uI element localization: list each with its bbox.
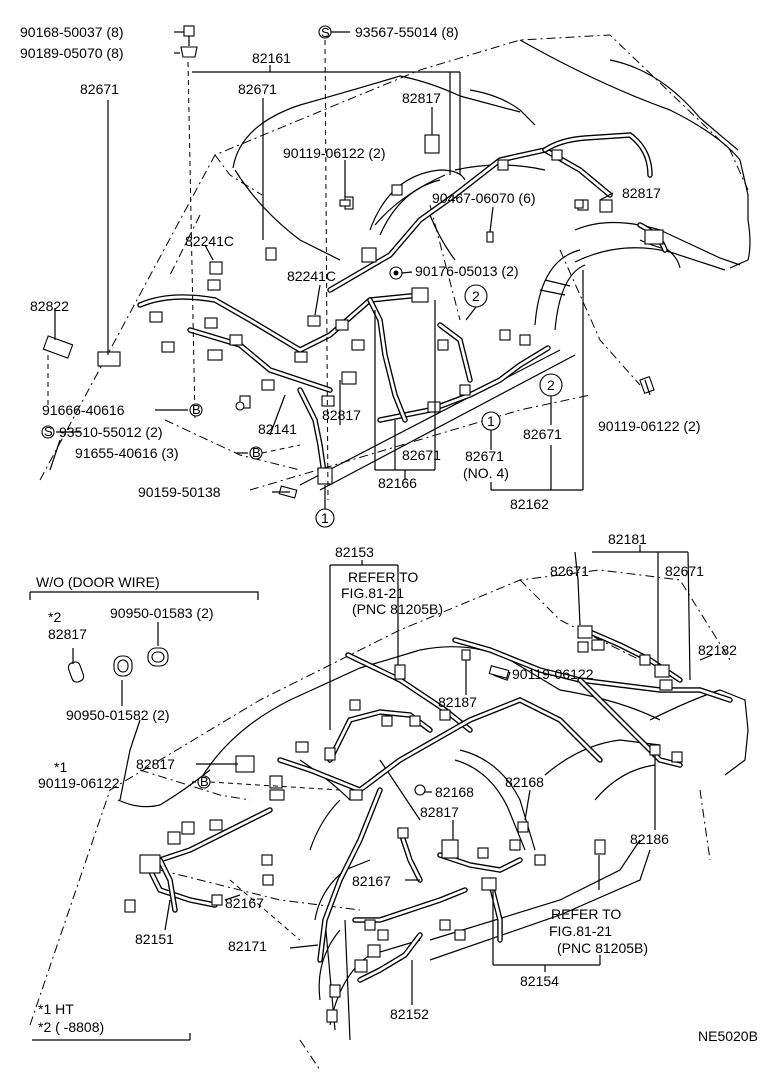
label-90950-01583: 90950-01583 (2)	[110, 605, 214, 621]
upper-leader-lines	[41, 25, 651, 528]
label-82671-c: 82671	[402, 447, 441, 463]
footnote-1: *1 HT	[38, 1001, 74, 1017]
screw-symbol-s-b: S	[44, 424, 53, 439]
label-82141: 82141	[258, 421, 297, 437]
circle-number-2-a: 2	[472, 288, 480, 304]
label-82671-d: 82671	[523, 426, 562, 442]
label-82817-d: 82817	[136, 756, 175, 772]
label-82187: 82187	[438, 694, 477, 710]
label-bolt-90168: 90168-50037 (8)	[20, 24, 124, 40]
label-82167-a: 82167	[352, 873, 391, 889]
label-91666: 91666-40616	[42, 402, 125, 418]
label-door-82817: 82817	[48, 626, 87, 642]
lower-vehicle-outline	[29, 569, 749, 1071]
door-wire-labels: W/O (DOOR WIRE) *2 82817 90950-01583 (2)…	[36, 574, 214, 723]
circle-number-1-a: 1	[321, 510, 329, 526]
lower-connectors	[124, 625, 683, 1023]
label-pnc-81205b-b: (PNC 81205B)	[557, 940, 648, 956]
label-90176: 90176-05013 (2)	[415, 263, 519, 279]
label-82168-a: 82168	[435, 784, 474, 800]
label-no4: (NO. 4)	[463, 465, 509, 481]
footnote-2: *2 ( -8808)	[38, 1019, 104, 1035]
label-82671-g: 82671	[665, 563, 704, 579]
label-82822: 82822	[30, 298, 69, 314]
label-pnc-81205b-a: (PNC 81205B)	[352, 601, 443, 617]
label-82671-f: 82671	[550, 563, 589, 579]
label-82154: 82154	[520, 973, 559, 989]
door-wire-title: W/O (DOOR WIRE)	[36, 574, 160, 590]
bolt-symbol-b-c: B	[200, 774, 209, 789]
label-90119-d: 90119-06122	[38, 775, 120, 791]
lower-leader-lines	[164, 545, 713, 1005]
label-90159: 90159-50138	[138, 484, 221, 500]
label-82161: 82161	[252, 50, 291, 66]
label-82151: 82151	[135, 931, 174, 947]
label-star-1: *1	[54, 759, 67, 775]
label-screw-93567: 93567-55014 (8)	[355, 24, 459, 40]
label-82241c-a: 82241C	[185, 233, 234, 249]
label-90119-a: 90119-06122 (2)	[283, 145, 385, 161]
label-star-2: *2	[48, 609, 61, 625]
label-93510: 93510-55012 (2)	[59, 424, 163, 440]
label-82168-b: 82168	[505, 774, 544, 790]
label-82182: 82182	[698, 642, 737, 658]
label-82171: 82171	[228, 938, 267, 954]
door-wire-inset	[29, 591, 259, 706]
upper-labels: 90168-50037 (8) 90189-05070 (8) S 93567-…	[20, 24, 700, 526]
label-82162: 82162	[510, 496, 549, 512]
bolt-symbol-b-a: B	[192, 402, 201, 417]
label-grommet-90189: 90189-05070 (8)	[20, 45, 124, 61]
label-fig-81-21-a: FIG.81-21	[341, 585, 404, 601]
label-82153: 82153	[335, 544, 374, 560]
footnotes: *1 HT *2 ( -8808) NE5020B	[32, 1001, 758, 1044]
label-82167-b: 82167	[225, 895, 264, 911]
label-82817-c: 82817	[322, 407, 361, 423]
upper-vehicle-outline	[39, 34, 751, 491]
circle-number-1-b: 1	[487, 413, 495, 429]
lower-labels: 82153 REFER TO FIG.81-21 (PNC 81205B) 82…	[38, 531, 737, 1022]
label-fig-81-21-b: FIG.81-21	[549, 923, 612, 939]
diagram-code: NE5020B	[698, 1028, 758, 1044]
label-refer-to-a: REFER TO	[348, 569, 418, 585]
label-82671-b: 82671	[238, 81, 277, 97]
label-refer-to-b: REFER TO	[551, 906, 621, 922]
label-82186: 82186	[630, 831, 669, 847]
label-82817-b: 82817	[622, 185, 661, 201]
label-91655: 91655-40616 (3)	[75, 445, 179, 461]
label-90467: 90467-06070 (6)	[432, 190, 536, 206]
upper-harness-wires	[137, 132, 668, 483]
label-82152: 82152	[390, 1006, 429, 1022]
label-82817-e: 82817	[420, 804, 459, 820]
label-90950-01582: 90950-01582 (2)	[66, 707, 170, 723]
screw-symbol-s: S	[321, 25, 330, 40]
label-82181: 82181	[608, 531, 647, 547]
label-82671-a: 82671	[80, 81, 119, 97]
label-90119-c: 90119-06122	[512, 666, 594, 682]
bolt-symbol-b-b: B	[252, 445, 261, 460]
circle-number-2-b: 2	[547, 377, 555, 393]
label-82817-a: 82817	[402, 90, 441, 106]
label-82241c-b: 82241C	[287, 268, 336, 284]
label-82166: 82166	[378, 475, 417, 491]
label-82671-e: 82671	[465, 448, 504, 464]
label-90119-b: 90119-06122 (2)	[598, 418, 700, 434]
